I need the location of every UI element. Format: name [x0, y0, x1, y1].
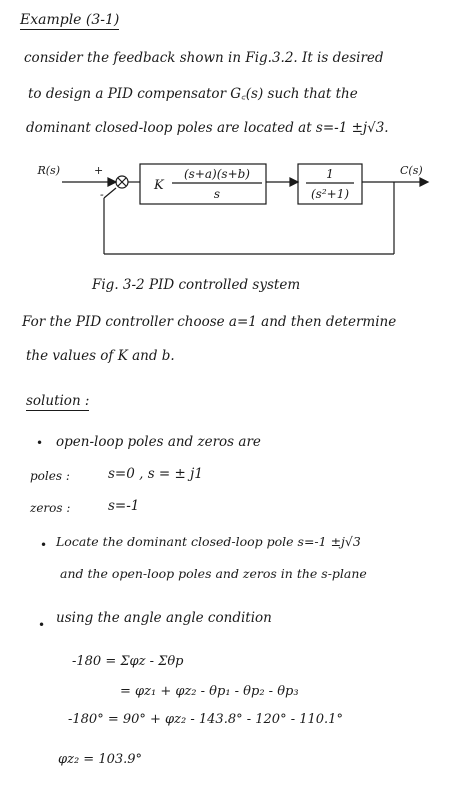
problem-line-2: to design a PID compensator G꜀(s) such t… — [28, 86, 358, 102]
figure-caption: Fig. 3-2 PID controlled system — [92, 277, 301, 293]
equation-4: φz₂ = 103.9° — [58, 752, 143, 767]
block-diagram: R(s) + - K (s+a)(s+b) s 1 (s²+1) C(s) — [36, 163, 430, 255]
gain-label: K — [153, 178, 165, 193]
poles-label: poles : — [30, 469, 70, 483]
bullet-3-text: using the angle angle condition — [56, 610, 272, 626]
bullet-1-text: open-loop poles and zeros are — [56, 434, 261, 450]
example-heading: Example (3-1) — [20, 12, 120, 30]
zeros-label: zeros : — [30, 501, 71, 515]
plant-numerator: 1 — [326, 167, 334, 181]
bullet-2: • — [40, 538, 48, 552]
plus-sign: + — [94, 164, 103, 177]
solution-title: solution : — [26, 393, 90, 411]
output-label: C(s) — [400, 164, 423, 177]
controller-denominator: s — [214, 187, 220, 201]
poles-value: s=0 , s = ± j1 — [108, 466, 203, 482]
zeros-value: s=-1 — [108, 498, 140, 514]
question-line-1: For the PID controller choose a=1 and th… — [22, 314, 397, 330]
equation-1: -180 = Σφz - Σθp — [72, 654, 184, 669]
equation-2: = φz₁ + φz₂ - θp₁ - θp₂ - θp₃ — [120, 684, 299, 699]
problem-line-3: dominant closed-loop poles are located a… — [26, 120, 389, 136]
question-line-2: the values of K and b. — [26, 348, 175, 364]
problem-line-1: consider the feedback shown in Fig.3.2. … — [24, 50, 384, 66]
plant-denominator: (s²+1) — [311, 187, 349, 201]
equation-3: -180° = 90° + φz₂ - 143.8° - 120° - 110.… — [68, 712, 343, 727]
controller-numerator: (s+a)(s+b) — [184, 167, 250, 181]
bullet-1: • — [36, 436, 44, 450]
bullet-3: • — [38, 618, 46, 632]
bullet-2-line-2: and the open-loop poles and zeros in the… — [60, 566, 367, 581]
input-label: R(s) — [36, 164, 60, 177]
bullet-2-line-1: Locate the dominant closed-loop pole s=-… — [56, 534, 361, 549]
minus-sign: - — [100, 188, 104, 201]
